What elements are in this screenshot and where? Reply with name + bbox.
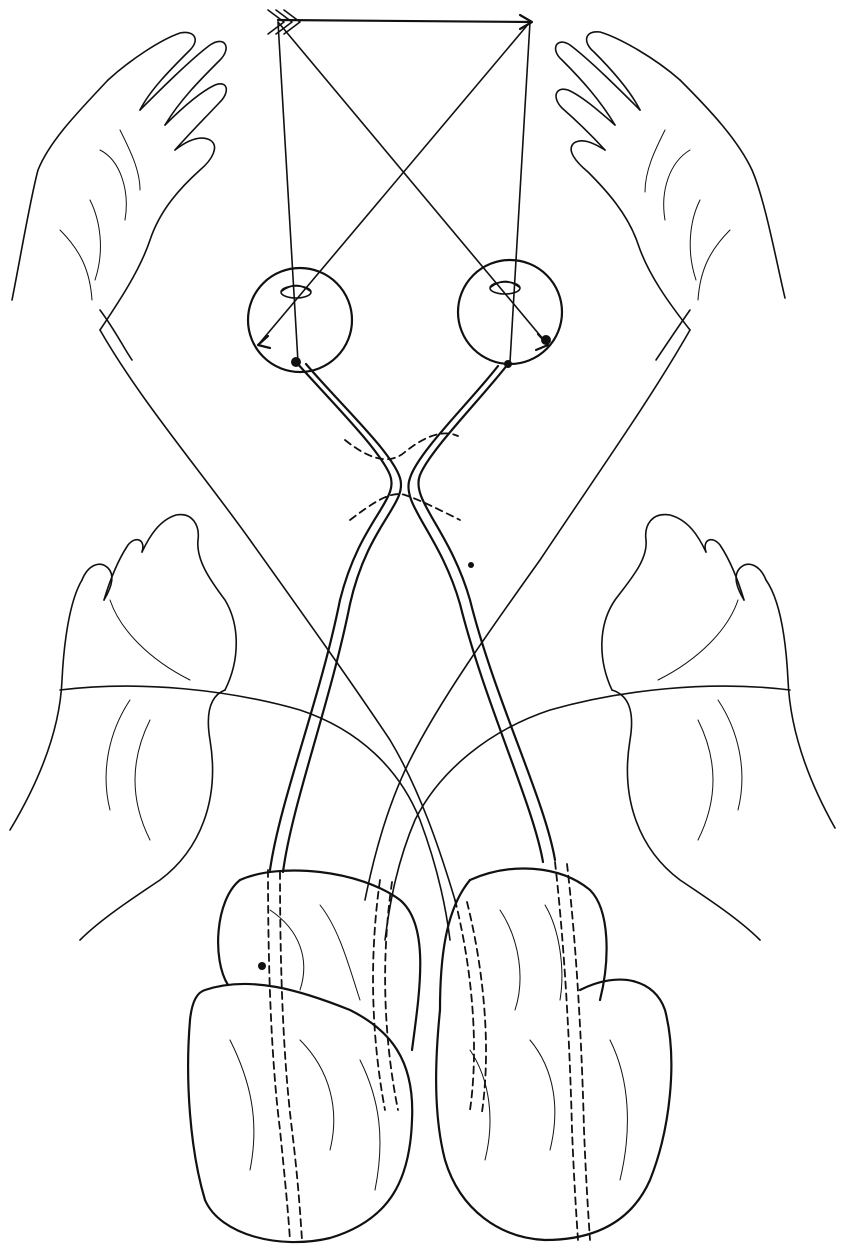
left-eye bbox=[248, 268, 352, 372]
object-arrow bbox=[268, 10, 532, 34]
right-hemisphere bbox=[436, 862, 671, 1240]
left-hemisphere bbox=[188, 870, 420, 1242]
right-foot bbox=[385, 515, 835, 940]
right-hand bbox=[365, 32, 785, 900]
optic-nerves bbox=[270, 362, 555, 872]
left-hand bbox=[12, 32, 455, 900]
left-foot bbox=[10, 515, 450, 940]
light-rays bbox=[258, 22, 548, 362]
